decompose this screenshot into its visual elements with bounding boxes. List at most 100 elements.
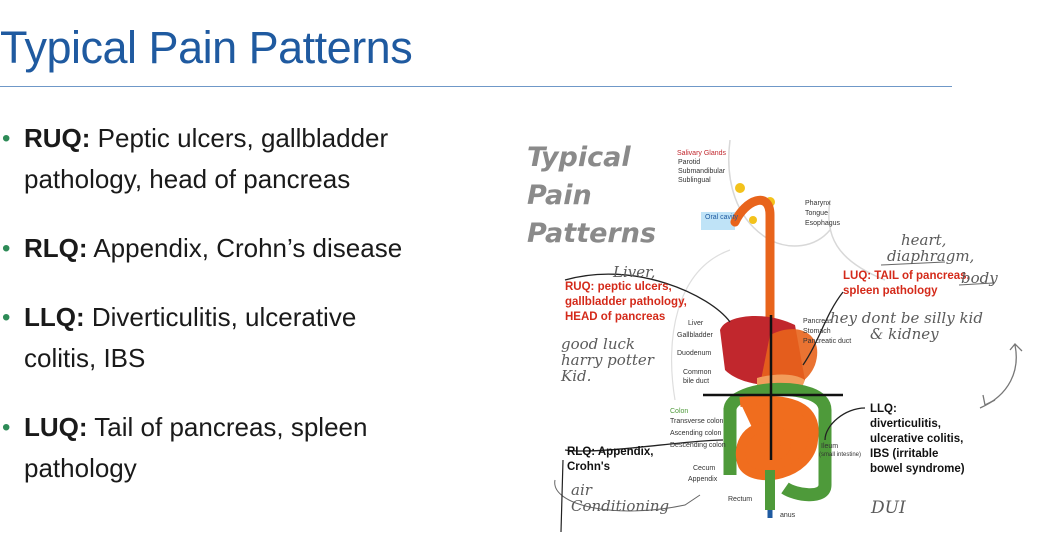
- label-cecum: Cecum: [693, 465, 716, 472]
- label-duodenum: Duodenum: [677, 350, 712, 357]
- air-bracket: [554, 479, 701, 512]
- luq-arrow: [802, 291, 844, 366]
- bullet-dot-icon: •: [2, 235, 11, 262]
- handwritten-body: body: [961, 269, 998, 287]
- callout-line: bowel syndrome): [870, 463, 965, 475]
- label-salivary-glands: Salivary Glands: [677, 150, 727, 157]
- esophagus-shape: [730, 195, 775, 355]
- handwritten-left-arrow: [982, 394, 996, 406]
- diagram-title-line: Patterns: [527, 218, 657, 249]
- diagram-title-line: Pain: [527, 180, 592, 211]
- bullet-text: pathology, head of pancreas: [24, 164, 351, 194]
- handwritten-loop-arrow: [979, 343, 1023, 409]
- bullet-ruq: • RUQ: Peptic ulcers, gallbladder pathol…: [0, 118, 480, 200]
- label-transverse-colon: Transverse colon: [670, 418, 724, 425]
- handwritten-line: diaphragm,: [887, 247, 975, 265]
- neck-outline: [828, 199, 886, 281]
- callout-line: LUQ: TAIL of pancreas,: [843, 270, 970, 282]
- label-colon: Colon: [670, 408, 689, 415]
- label-ileum: Ileum: [821, 443, 839, 450]
- small-intestine-shape: [735, 395, 819, 481]
- label-gallbladder: Gallbladder: [677, 332, 713, 339]
- handwritten-air-conditioning: air Conditioning: [571, 482, 669, 514]
- diagram-title-line: Typical: [527, 142, 631, 173]
- bullet-text: pathology: [24, 453, 137, 483]
- label-oral-cavity: Oral cavity: [705, 214, 739, 221]
- label-tongue: Tongue: [805, 210, 828, 217]
- oral-cavity-shape: [701, 212, 735, 230]
- bullet-text: Tail of pancreas, spleen: [87, 412, 368, 442]
- sublingual-gland: [749, 216, 757, 224]
- label-common-bile-duct: bile duct: [683, 378, 710, 385]
- bullet-dot-icon: •: [2, 125, 11, 152]
- body-underline: [958, 282, 994, 286]
- heart-underline: [880, 261, 946, 266]
- label-pharynx: Pharynx: [805, 200, 831, 207]
- llq-callout: LLQ: diverticulitis, ulcerative colitis,…: [870, 402, 965, 477]
- label-liver: Liver: [688, 320, 704, 327]
- callout-line: IBS (irritable: [870, 448, 939, 460]
- callout-line: ulcerative colitis,: [870, 433, 964, 445]
- bullet-dot-icon: •: [2, 414, 11, 441]
- rlq-arrow: [564, 439, 724, 452]
- handwritten-line: good luck: [561, 335, 635, 353]
- label-anus: anus: [780, 512, 796, 519]
- handwritten-line: harry potter: [561, 351, 654, 369]
- label-pancreas: Pancreas: [803, 318, 833, 325]
- slide-title: Typical Pain Patterns: [0, 22, 413, 73]
- callout-line: diverticulitis,: [870, 418, 941, 430]
- llq-arrow: [824, 407, 866, 441]
- bullet-text: Appendix, Crohn’s disease: [87, 233, 403, 263]
- bullet-list: • RUQ: Peptic ulcers, gallbladder pathol…: [0, 118, 480, 517]
- handwritten-liver: Liver,: [613, 263, 656, 281]
- bullet-text: Diverticulitis, ulcerative: [84, 302, 357, 332]
- handwritten-heart: heart, diaphragm,: [887, 232, 974, 264]
- handwritten-good-luck: good luck harry potter Kid.: [561, 336, 654, 384]
- handwritten-silly: hey dont be silly kid & kidney: [830, 310, 983, 342]
- handwritten-line: Conditioning: [571, 497, 670, 515]
- bullet-term: LLQ:: [24, 302, 85, 332]
- stomach-shape: [760, 329, 818, 390]
- label-esophagus: Esophagus: [805, 220, 841, 227]
- handwritten-line: hey dont be silly kid: [830, 309, 983, 327]
- head-outline: [728, 140, 831, 247]
- callout-line: gallbladder pathology,: [565, 296, 687, 308]
- callout-line: Crohn's: [567, 461, 610, 473]
- bullet-luq: • LUQ: Tail of pancreas, spleen patholog…: [0, 407, 480, 489]
- handwritten-line: heart,: [901, 231, 947, 249]
- callout-line: LLQ:: [870, 403, 897, 415]
- rlq-bracket: [560, 459, 564, 533]
- callout-line: RUQ: peptic ulcers,: [565, 281, 672, 293]
- pain-pattern-diagram: Typical Pain Patterns Salivary Glands Pa…: [525, 140, 1045, 542]
- handwritten-line: air: [571, 481, 592, 499]
- bullet-term: RUQ:: [24, 123, 91, 153]
- callout-line: RLQ: Appendix,: [567, 446, 654, 458]
- bullet-text: Peptic ulcers, gallbladder: [90, 123, 389, 153]
- bullet-dot-icon: •: [2, 304, 11, 331]
- ruq-callout: RUQ: peptic ulcers, gallbladder patholog…: [565, 280, 687, 325]
- label-stomach: Stomach: [803, 328, 831, 335]
- label-appendix: Appendix: [688, 476, 718, 483]
- label-pancreatic-duct: Pancreatic duct: [803, 338, 852, 345]
- luq-callout: LUQ: TAIL of pancreas, spleen pathology: [843, 269, 970, 299]
- label-parotid: Parotid: [678, 159, 701, 166]
- label-ileum-sub: (small intestine): [819, 452, 862, 458]
- bullet-term: LUQ:: [24, 412, 88, 442]
- bullet-term: RLQ:: [24, 233, 88, 263]
- label-submandibular: Submandibular: [678, 168, 726, 175]
- callout-line: HEAD of pancreas: [565, 311, 666, 323]
- torso-outline: [670, 249, 731, 401]
- label-descending-colon: Descending colon: [670, 442, 726, 449]
- callout-line: spleen pathology: [843, 285, 938, 297]
- label-ascending-colon: Ascending colon: [670, 430, 722, 437]
- ruq-arrow: [564, 273, 731, 323]
- label-rectum: Rectum: [728, 496, 753, 503]
- anatomy-illustration: [554, 140, 1023, 533]
- parotid-gland: [735, 183, 745, 193]
- handwritten-line: Kid.: [561, 367, 592, 385]
- bullet-rlq: • RLQ: Appendix, Crohn’s disease: [0, 228, 480, 269]
- handwritten-dui: DUI: [871, 498, 906, 518]
- title-divider: [0, 86, 952, 87]
- handwritten-line: & kidney: [870, 325, 939, 343]
- bullet-text: colitis, IBS: [24, 343, 146, 373]
